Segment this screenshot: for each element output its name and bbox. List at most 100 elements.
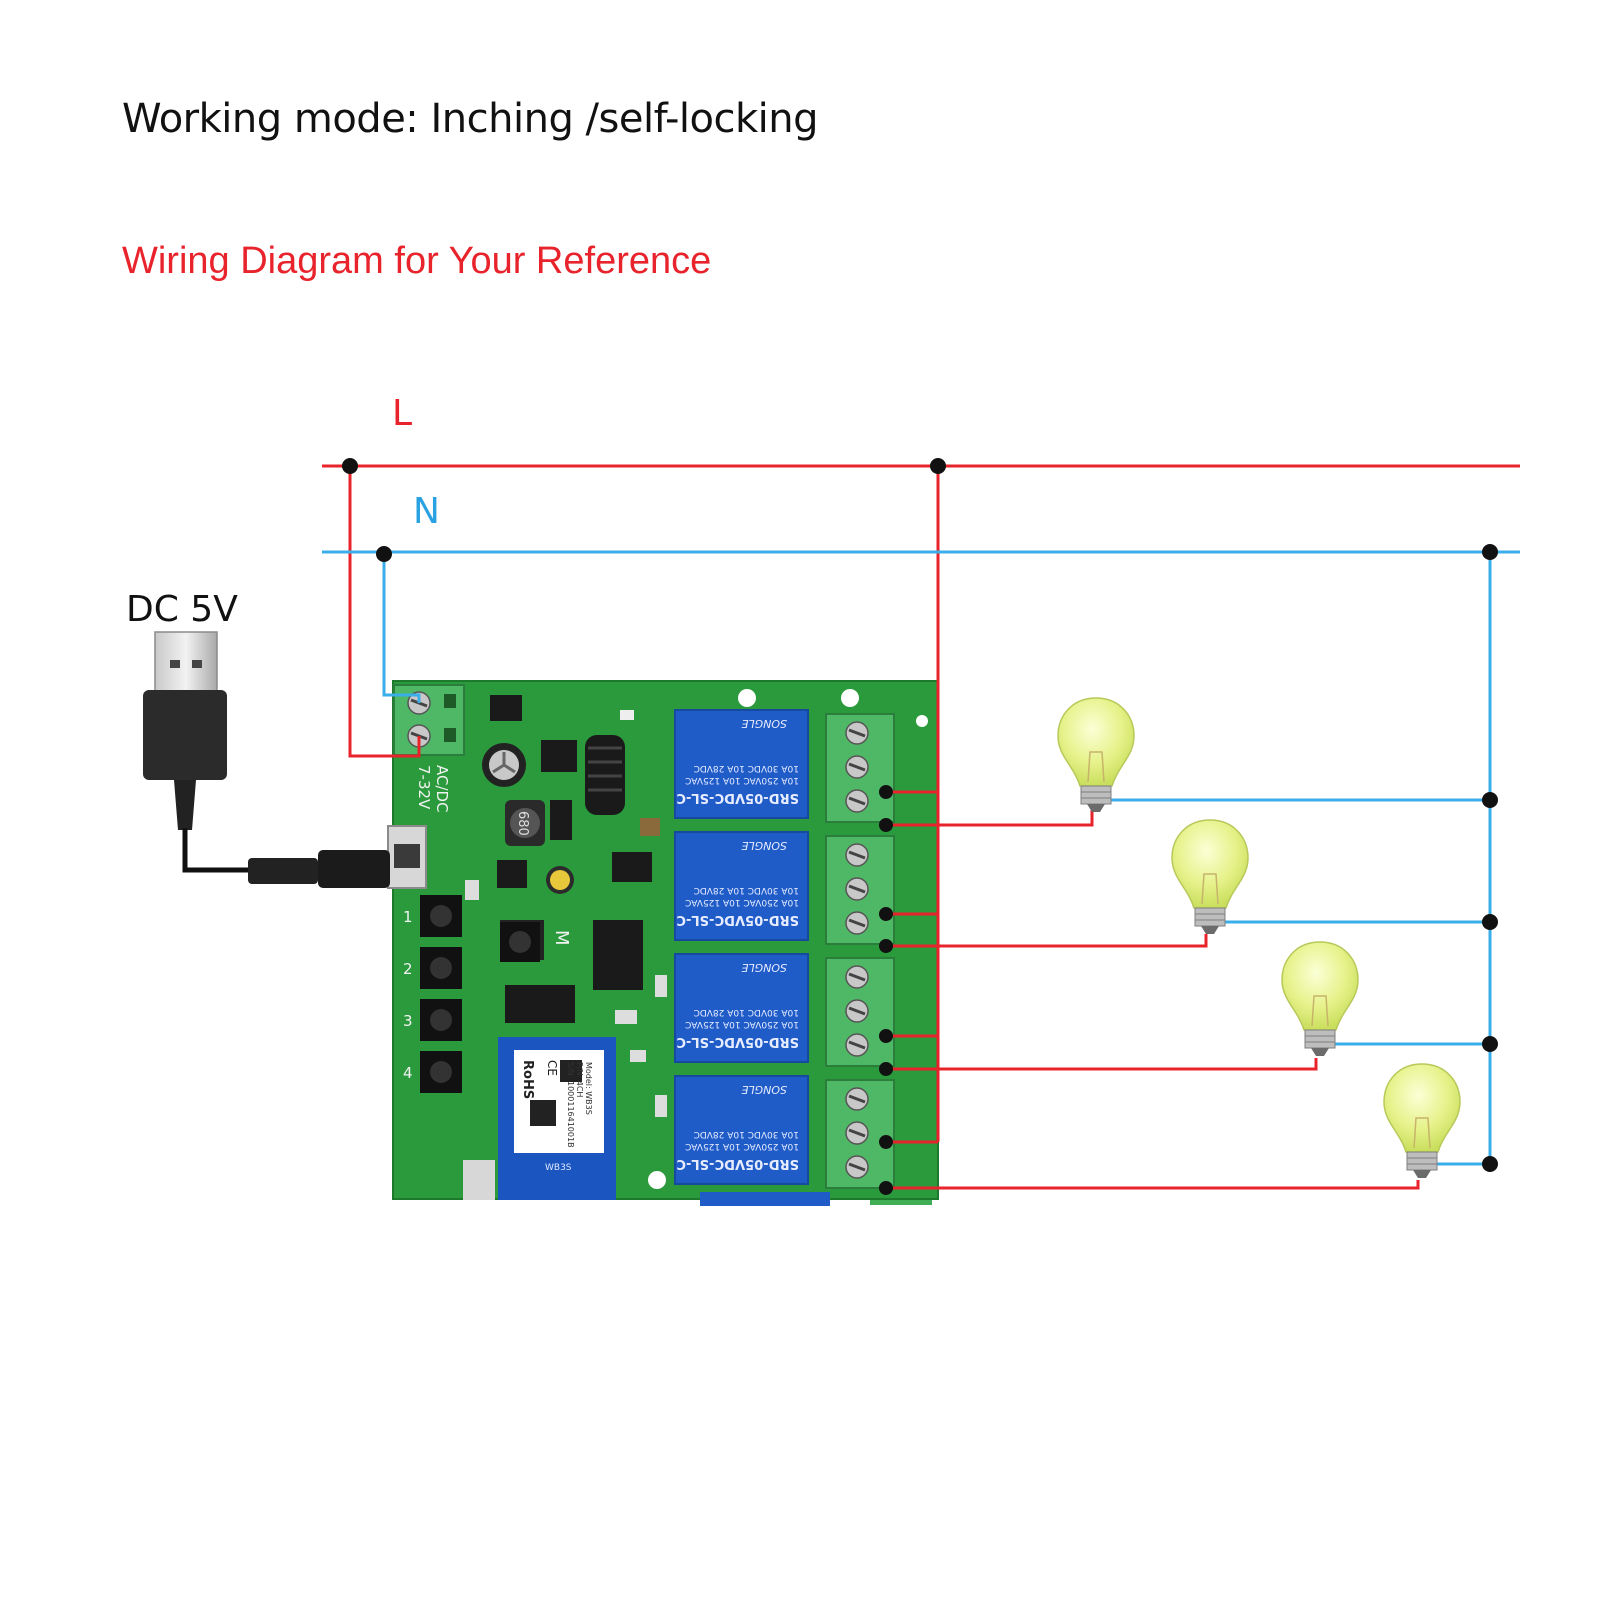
relay-rating: 10A 250VAC 10A 125VAC: [685, 1019, 799, 1029]
switched-live-bulb-3: [886, 1058, 1318, 1071]
button-2-label: 2: [403, 960, 413, 978]
smd-chip: [612, 852, 652, 882]
usb-plug-hole: [192, 660, 202, 668]
inductor: 680: [505, 800, 545, 846]
relay-rating: 10A 250VAC 10A 125VAC: [685, 897, 799, 907]
smd-part: [630, 1050, 646, 1062]
junction-dot: [930, 458, 946, 474]
channel-button-3[interactable]: [420, 999, 462, 1041]
relay-brand: SONGLE: [741, 717, 787, 730]
junction-dot: [879, 1181, 893, 1195]
smd-part: [655, 1095, 667, 1117]
relay-model: SRD-05VDC-SL-C: [676, 912, 799, 927]
light-bulb-1: [1057, 697, 1135, 812]
mode-button[interactable]: [500, 922, 540, 962]
power-terminal-tab: [444, 694, 456, 708]
qr-code: [530, 1100, 556, 1126]
module-sn: S/N: 100011641001B: [566, 1062, 575, 1148]
light-bulb-3: [1281, 941, 1359, 1056]
smd-part: [615, 1010, 637, 1024]
junction-dot: [1482, 544, 1498, 560]
smd-part: [655, 975, 667, 997]
diagram-title: Working mode: Inching /self-locking: [122, 96, 819, 142]
micro-usb-plug: [248, 858, 318, 884]
jumper: [463, 1160, 495, 1200]
relay-4: SRD-05VDC-SL-C 10A 250VAC 10A 125VAC 10A…: [674, 1075, 809, 1185]
micro-usb-port[interactable]: [387, 825, 427, 889]
junction-dots: [342, 458, 1498, 1195]
switched-live-bulb-1: [886, 810, 1094, 827]
qr-code: [560, 1060, 582, 1082]
capacitor-small: [546, 866, 574, 894]
relay-rating: 10A 250VAC 10A 125VAC: [685, 775, 799, 785]
junction-dot: [879, 1135, 893, 1149]
smd-chip: [497, 860, 527, 888]
usb-cable: [143, 631, 390, 888]
mounting-hole: [841, 689, 859, 707]
relay-1: SRD-05VDC-SL-C 10A 250VAC 10A 125VAC 10A…: [674, 709, 809, 819]
channel-button-4[interactable]: [420, 1051, 462, 1093]
mounting-hole: [916, 715, 928, 727]
neutral-wire-to-board: [382, 554, 421, 703]
board-power-label: AC/DC: [433, 765, 451, 813]
smd-chip: [541, 740, 577, 772]
neutral-label: N: [413, 491, 440, 532]
button-1-label: 1: [403, 908, 413, 926]
relay-rating: 10A 30VDC 10A 28VDC: [694, 763, 799, 773]
mounting-hole: [648, 1171, 666, 1189]
channel-button-2[interactable]: [420, 947, 462, 989]
diode: [550, 800, 572, 840]
smd-part: [620, 710, 634, 720]
relay-3: SRD-05VDC-SL-C 10A 250VAC 10A 125VAC 10A…: [674, 953, 809, 1063]
wires: [322, 464, 1520, 1190]
live-label: L: [392, 393, 412, 434]
junction-dot: [1482, 1156, 1498, 1172]
relay-rating: 10A 250VAC 10A 125VAC: [685, 1141, 799, 1151]
junction-dot: [879, 785, 893, 799]
wifi-module: Model: WB3S P/N: 4CH S/N: 100011641001B …: [498, 1037, 616, 1200]
mode-button-label: M: [551, 930, 572, 946]
relay-model: SRD-05VDC-SL-C: [676, 790, 799, 805]
crystal: [640, 818, 660, 836]
button-4-label: 4: [403, 1064, 413, 1082]
module-chip-label: WB3S: [545, 1163, 572, 1173]
capacitor-large: [482, 743, 526, 787]
module-pn: P/N: 4CH: [575, 1062, 584, 1097]
junction-dot: [342, 458, 358, 474]
diagram-subtitle: Wiring Diagram for Your Reference: [122, 240, 712, 282]
module-rohs-mark: RoHS: [520, 1060, 535, 1099]
ic-chip: [593, 920, 643, 990]
relay-brand: SONGLE: [741, 1083, 787, 1096]
junction-dot: [879, 1062, 893, 1076]
junction-dot: [376, 546, 392, 562]
channel-button-1[interactable]: [420, 895, 462, 937]
junction-dot: [1482, 914, 1498, 930]
switched-live-bulb-4: [886, 1180, 1420, 1190]
light-bulb-4: [1383, 1063, 1461, 1178]
usb-strain-relief: [174, 780, 196, 830]
junction-dot: [879, 907, 893, 921]
relay-terminal-block-2: [825, 835, 895, 945]
relay-rating: 10A 30VDC 10A 28VDC: [694, 1007, 799, 1017]
relay-brand: SONGLE: [741, 961, 787, 974]
smd-part: [465, 880, 479, 900]
relay-2: SRD-05VDC-SL-C 10A 250VAC 10A 125VAC 10A…: [674, 831, 809, 941]
module-ce-mark: CE: [545, 1060, 559, 1076]
dc-input-label: DC 5V: [126, 589, 238, 630]
junction-dot: [879, 1029, 893, 1043]
light-bulb-2: [1171, 819, 1249, 934]
junction-dot: [1482, 1036, 1498, 1052]
junction-dot: [1482, 792, 1498, 808]
relay-terminal-block-3: [825, 957, 895, 1067]
ic-chip: [505, 985, 575, 1023]
micro-usb-plug: [318, 850, 390, 888]
button-3-label: 3: [403, 1012, 413, 1030]
relay-terminal-block-1: [825, 713, 895, 823]
junction-dot: [879, 818, 893, 832]
usb-plug-body: [143, 690, 227, 780]
relay-rating: 10A 30VDC 10A 28VDC: [694, 885, 799, 895]
mounting-hole: [738, 689, 756, 707]
relay-brand: SONGLE: [741, 839, 787, 852]
board-blue-tab: [700, 1192, 830, 1206]
